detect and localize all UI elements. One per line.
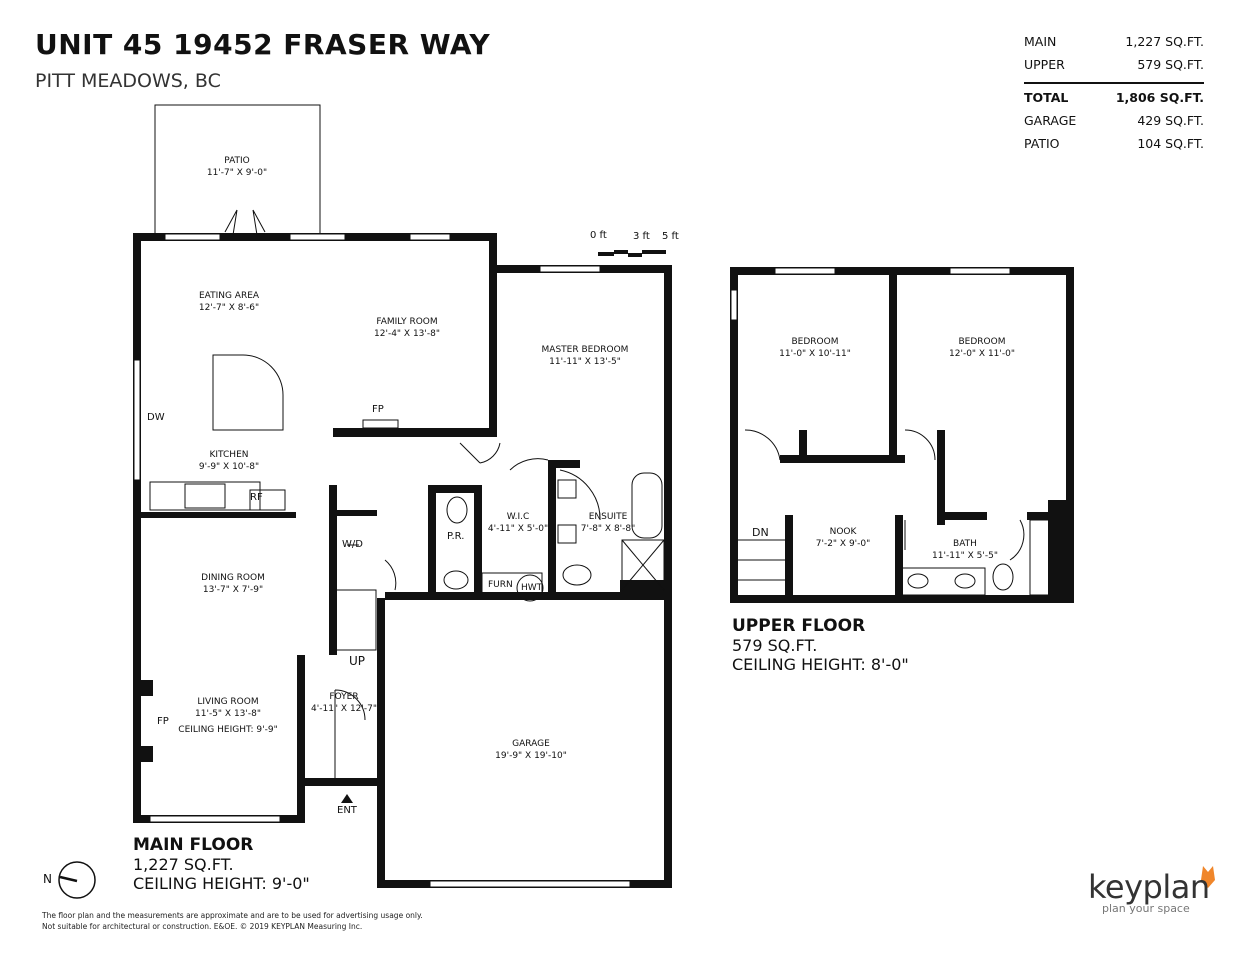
floor-name: MAIN FLOOR	[133, 835, 254, 855]
disclaimer: The floor plan and the measurements are …	[42, 910, 423, 932]
stairs-up-label: UP	[349, 654, 366, 668]
property-address: UNIT 45 19452 FRASER WAY	[35, 28, 491, 61]
scale-label: 3 ft	[633, 231, 650, 242]
floor-ceiling: CEILING HEIGHT: 9'-0"	[133, 874, 310, 893]
area-row-garage: GARAGE 429 SQ.FT.	[1024, 111, 1204, 134]
property-city: PITT MEADOWS, BC	[35, 70, 221, 92]
dishwasher-label: DW	[147, 412, 165, 423]
scale-label: 5 ft	[662, 231, 679, 242]
floor-area: 579 SQ.FT.	[732, 636, 818, 655]
washer-dryer-label: W/D	[342, 539, 363, 550]
area-label: UPPER	[1024, 57, 1065, 72]
fireplace-label: FP	[372, 404, 384, 415]
logo-tagline: plan your space	[1102, 902, 1190, 915]
upper-floor-details	[730, 267, 1061, 596]
main-floor-details	[149, 104, 665, 778]
area-value: 1,806 SQ.FT.	[1115, 90, 1204, 105]
windows	[133, 233, 631, 888]
area-value: 429 SQ.FT.	[1137, 113, 1204, 128]
keyplan-logo: keyplan plan your space	[1088, 868, 1210, 915]
area-value: 104 SQ.FT.	[1137, 136, 1204, 151]
area-label: MAIN	[1024, 34, 1057, 49]
upper-floor-caption: UPPER FLOOR 579 SQ.FT. CEILING HEIGHT: 8…	[732, 616, 909, 674]
entrance-label: ENT	[337, 805, 357, 816]
area-row-total: TOTAL 1,806 SQ.FT.	[1024, 82, 1204, 111]
furnace-label: FURN	[488, 580, 513, 590]
area-label: TOTAL	[1024, 90, 1069, 105]
area-value: 579 SQ.FT.	[1137, 57, 1204, 72]
area-row-patio: PATIO 104 SQ.FT.	[1024, 134, 1204, 157]
compass-north-label: N	[43, 872, 52, 886]
upper-floor-walls	[730, 267, 1074, 603]
keyplan-fox-icon	[1201, 866, 1215, 888]
refrigerator-label: RF	[250, 492, 263, 503]
fireplace-label: FP	[157, 716, 169, 727]
area-value: 1,227 SQ.FT.	[1125, 34, 1204, 49]
floor-ceiling: CEILING HEIGHT: 8'-0"	[732, 655, 909, 674]
disclaimer-line: Not suitable for architectural or constr…	[42, 922, 363, 931]
floor-area: 1,227 SQ.FT.	[133, 855, 234, 874]
compass-icon	[58, 861, 96, 899]
logo-word: keyplan	[1088, 868, 1210, 906]
stairs-down-label: DN	[752, 526, 769, 539]
area-summary-table: MAIN 1,227 SQ.FT. UPPER 579 SQ.FT. TOTAL 1,…	[1024, 32, 1204, 157]
scale-label: 0 ft	[590, 230, 607, 241]
hot-water-tank-label: HWT	[521, 583, 543, 593]
disclaimer-line: The floor plan and the measurements are …	[42, 911, 423, 920]
floor-name: UPPER FLOOR	[732, 616, 866, 636]
main-floor-caption: MAIN FLOOR 1,227 SQ.FT. CEILING HEIGHT: …	[133, 835, 310, 893]
area-row-main: MAIN 1,227 SQ.FT.	[1024, 32, 1204, 55]
entry-arrow-icon	[341, 794, 353, 803]
area-row-upper: UPPER 579 SQ.FT.	[1024, 55, 1204, 78]
area-label: GARAGE	[1024, 113, 1077, 128]
powder-room-label: P.R.	[447, 531, 465, 542]
scale-bar	[598, 250, 666, 257]
area-label: PATIO	[1024, 136, 1060, 151]
